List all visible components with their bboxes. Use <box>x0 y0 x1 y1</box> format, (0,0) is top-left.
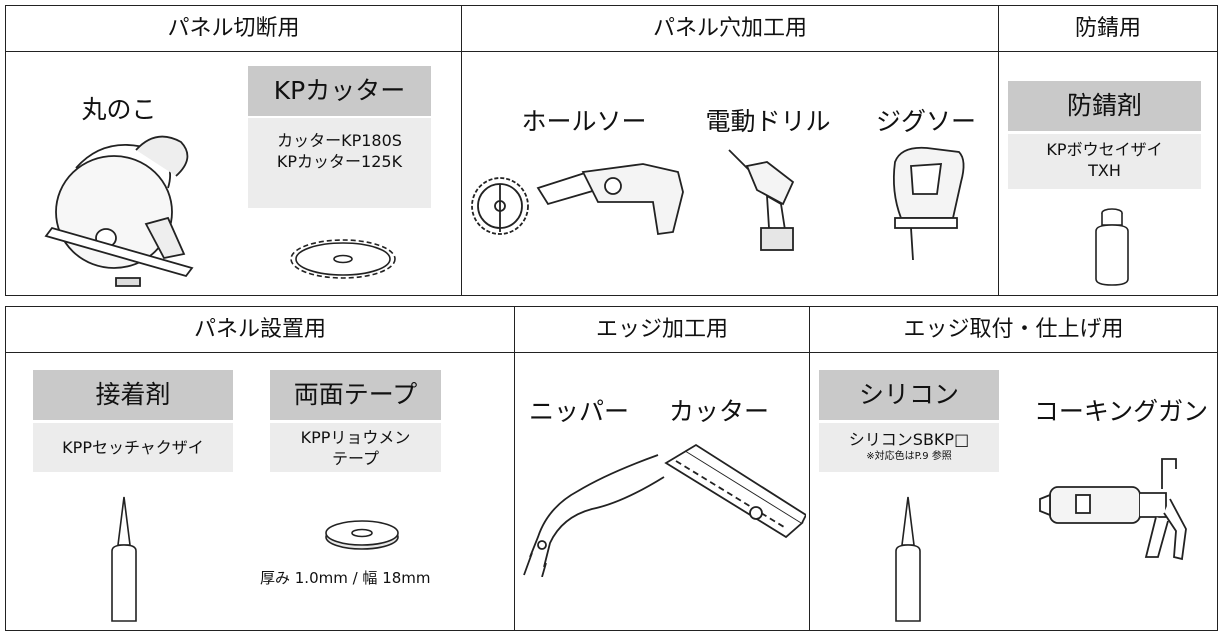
rust-inhibitor-product: KPボウセイザイ TXH <box>1008 134 1201 189</box>
nipper-icon <box>518 447 668 577</box>
caulk-tube-icon <box>104 495 144 625</box>
divider <box>809 307 810 630</box>
hole-saw-label: ホールソー <box>521 107 647 136</box>
electric-drill-icon <box>723 144 813 256</box>
double-sided-tape-title: 両面テープ <box>270 370 441 420</box>
utility-cutter-icon <box>656 443 806 543</box>
rust-inhibitor-line: KPボウセイザイ <box>1046 140 1163 159</box>
caulking-gun-label: コーキングガン <box>1033 397 1209 426</box>
divider <box>998 6 999 295</box>
jigsaw-label: ジグソー <box>875 107 976 136</box>
utility-cutter-label: カッター <box>668 397 769 426</box>
circular-saw-label: 丸のこ <box>81 95 157 124</box>
rust-inhibitor-line: TXH <box>1088 161 1121 180</box>
saw-blade-icon <box>288 236 398 282</box>
kp-cutter-model: カッターKP180S <box>277 131 402 150</box>
tape-roll-icon <box>322 517 402 553</box>
header-edge-processing: エッジ加工用 <box>515 307 809 353</box>
silicone-title: シリコン <box>819 370 999 420</box>
kp-cutter-models: カッターKP180S KPカッター125K <box>248 118 431 208</box>
header-rust-prevention: 防錆用 <box>999 6 1217 52</box>
divider <box>514 307 515 630</box>
adhesive-product: KPPセッチャクザイ <box>33 423 233 472</box>
header-panel-install: パネル設置用 <box>6 307 514 353</box>
nipper-label: ニッパー <box>528 397 629 426</box>
double-sided-tape-product: KPPリョウメン テープ <box>270 423 441 472</box>
divider <box>461 6 462 295</box>
adhesive-title: 接着剤 <box>33 370 233 420</box>
kp-cutter-title: KPカッター <box>248 66 431 116</box>
silicone-color-note: ※対応色はP.9 参照 <box>866 451 952 462</box>
jigsaw-icon <box>881 142 971 266</box>
circular-saw-icon <box>36 128 206 288</box>
bottle-icon <box>1084 203 1140 289</box>
caulking-gun-icon <box>1036 439 1196 569</box>
electric-drill-label: 電動ドリル <box>705 107 831 136</box>
tape-product-line: テープ <box>331 449 380 468</box>
header-panel-hole: パネル穴加工用 <box>462 6 998 52</box>
hole-saw-icon <box>468 142 698 242</box>
tape-spec: 厚み 1.0mm / 幅 18mm <box>260 569 431 587</box>
silicone-product: シリコンSBKP□ ※対応色はP.9 参照 <box>819 423 999 472</box>
tape-product-line: KPPリョウメン <box>300 428 411 447</box>
caulk-tube-icon <box>888 495 928 625</box>
kp-cutter-model: KPカッター125K <box>276 152 403 171</box>
rust-inhibitor-title: 防錆剤 <box>1008 81 1201 131</box>
bottom-table: パネル設置用 エッジ加工用 エッジ取付・仕上げ用 接着剤 KPPセッチャクザイ … <box>5 306 1218 631</box>
header-edge-finishing: エッジ取付・仕上げ用 <box>810 307 1217 353</box>
silicone-product-line: シリコンSBKP□ <box>848 430 970 449</box>
header-panel-cutting: パネル切断用 <box>6 6 461 52</box>
top-table: パネル切断用 パネル穴加工用 防錆用 丸のこ KPカッター カッターKP180S… <box>5 5 1218 296</box>
